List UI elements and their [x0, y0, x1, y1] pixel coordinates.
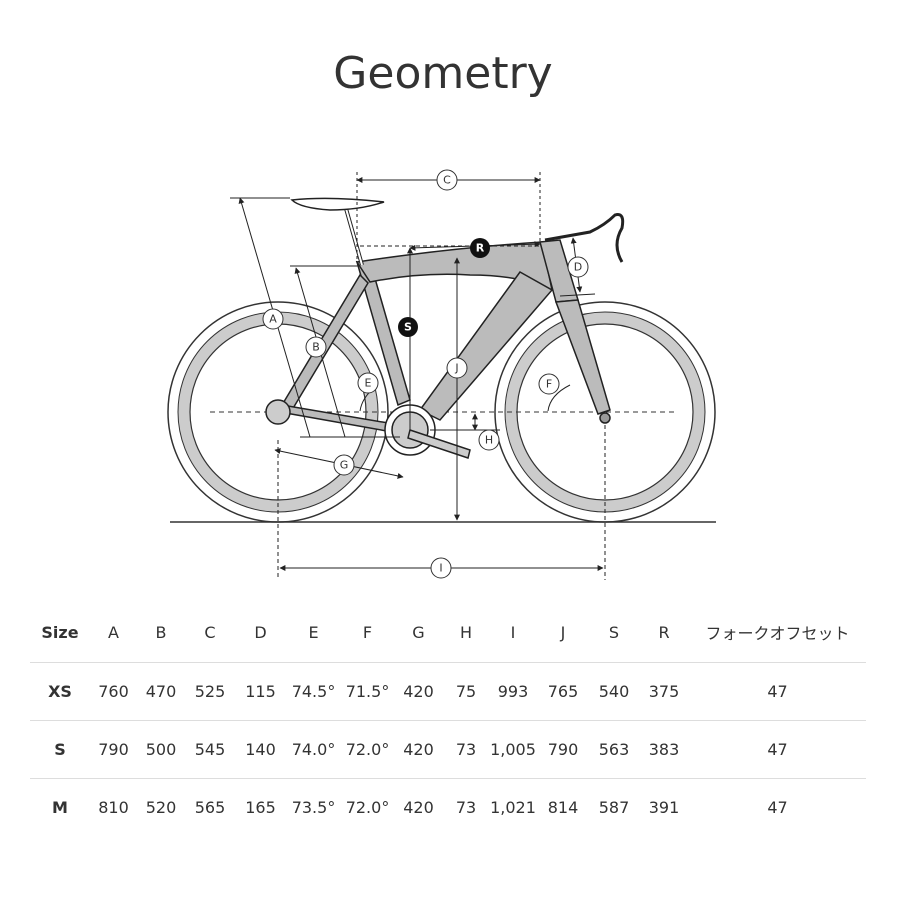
value-cell: 73.5°	[291, 798, 336, 818]
page-title: Geometry	[333, 48, 553, 99]
value-cell: 525	[194, 682, 226, 701]
table-row: XS 760 470 525 115 74.5° 71.5° 420 75 993 765 540 37…	[30, 662, 866, 721]
geometry-table: Size A B C D E F G H I J S R フォークオフセット XS 760 470 525 115…	[30, 602, 866, 837]
label-s: S	[398, 317, 418, 337]
header-size: Size	[41, 622, 79, 642]
value-cell: 540	[598, 682, 630, 701]
value-cell: 74.5°	[291, 682, 336, 701]
value-cell: 115	[245, 682, 276, 701]
value-cell: 563	[598, 740, 630, 759]
saddle	[290, 197, 385, 266]
svg-text:A: A	[269, 313, 277, 326]
value-cell: 587	[598, 798, 630, 818]
svg-text:E: E	[365, 377, 372, 390]
label-c: C	[436, 169, 458, 191]
label-j: J	[446, 357, 468, 379]
header-col: I	[510, 622, 516, 642]
table-row: M 810 520 565 165 73.5° 72.0° 420 73 1,021 814 587 3…	[30, 778, 866, 837]
svg-text:G: G	[340, 459, 349, 472]
value-cell: 470	[145, 682, 177, 701]
size-cell: S	[54, 740, 66, 759]
label-f: F	[538, 373, 560, 395]
header-col: A	[108, 622, 119, 642]
value-cell: 993	[497, 682, 529, 701]
bike-geometry-diagram: C R D A B S J E F H G I	[167, 169, 716, 580]
value-cell: 391	[648, 798, 680, 818]
size-cell: XS	[48, 682, 72, 701]
header-col: C	[204, 622, 216, 642]
svg-text:H: H	[485, 434, 493, 447]
value-cell: 383	[648, 740, 680, 759]
label-h: H	[478, 429, 500, 451]
header-col: E	[308, 622, 319, 642]
value-cell: 1,021	[490, 798, 536, 818]
header-col: B	[155, 622, 167, 642]
value-cell: 810	[98, 798, 129, 818]
value-cell: 375	[648, 682, 680, 701]
value-cell: 814	[547, 798, 579, 818]
value-cell: 790	[547, 740, 579, 759]
header-col: R	[658, 622, 670, 642]
header-col: フォークオフセット	[705, 624, 850, 643]
value-cell: 73	[455, 798, 477, 818]
value-cell: 72.0°	[345, 740, 390, 759]
svg-text:B: B	[312, 341, 320, 354]
value-cell: 73	[455, 740, 477, 759]
value-cell: 500	[145, 740, 177, 759]
label-a: A	[262, 308, 284, 330]
value-cell: 72.0°	[345, 798, 390, 818]
header-col: D	[254, 622, 267, 642]
label-r: R	[470, 238, 490, 258]
header-col: H	[459, 622, 473, 642]
value-cell: 71.5°	[345, 682, 390, 701]
header-col: G	[412, 622, 425, 642]
label-i: I	[430, 557, 452, 579]
value-cell: 420	[403, 682, 434, 701]
value-cell: 140	[245, 740, 276, 759]
value-cell: 47	[767, 798, 788, 818]
svg-text:J: J	[454, 362, 458, 375]
value-cell: 74.0°	[291, 740, 336, 759]
svg-text:F: F	[546, 378, 552, 391]
label-b: B	[305, 336, 327, 358]
value-cell: 420	[403, 740, 434, 759]
value-cell: 47	[767, 682, 788, 701]
value-cell: 765	[547, 682, 579, 701]
value-cell: 565	[194, 798, 226, 818]
svg-text:I: I	[439, 562, 442, 575]
value-cell: 165	[245, 798, 276, 818]
value-cell: 790	[98, 740, 129, 759]
label-g: G	[333, 454, 355, 476]
header-col: J	[560, 622, 566, 642]
value-cell: 47	[767, 740, 788, 759]
handlebar	[544, 213, 625, 263]
svg-text:S: S	[404, 321, 412, 334]
svg-text:C: C	[443, 174, 451, 187]
label-e: E	[357, 372, 379, 394]
svg-text:D: D	[574, 261, 582, 274]
svg-text:R: R	[476, 242, 485, 255]
size-cell: M	[52, 798, 68, 818]
value-cell: 420	[403, 798, 434, 818]
header-col: S	[608, 622, 620, 642]
value-cell: 760	[98, 682, 129, 701]
table-row: S 790 500 545 140 74.0° 72.0° 420 73 1,005 790 563 3…	[30, 720, 866, 779]
value-cell: 75	[455, 682, 477, 701]
value-cell: 520	[145, 798, 177, 818]
label-d: D	[567, 256, 589, 278]
table-header: Size A B C D E F G H I J S R フォークオフセット	[30, 602, 866, 663]
header-col: F	[362, 622, 373, 642]
value-cell: 1,005	[490, 740, 536, 759]
value-cell: 545	[194, 740, 226, 759]
